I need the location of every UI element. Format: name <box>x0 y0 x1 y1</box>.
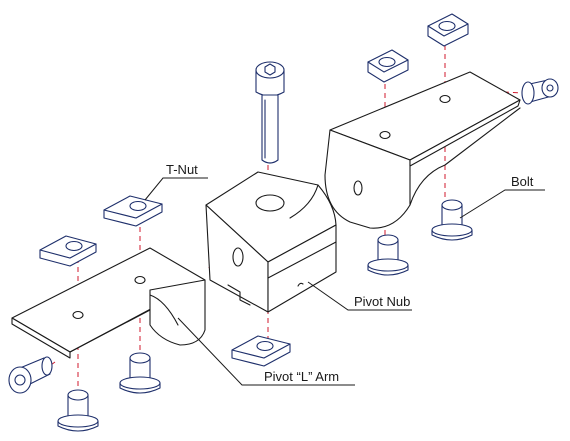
label-t-nut: T-Nut <box>166 162 198 177</box>
t-nut-icon <box>367 49 409 83</box>
t-nut-icon <box>427 13 469 47</box>
callout-t-nut: T-Nut <box>144 162 208 201</box>
t-nut-icon <box>103 195 163 227</box>
bolt-icon <box>521 78 559 105</box>
callout-pivot-l-arm: Pivot “L” Arm <box>177 317 355 386</box>
callout-bolt: Bolt <box>459 174 545 219</box>
label-bolt: Bolt <box>511 174 534 189</box>
cap-screw-icon <box>255 61 285 164</box>
label-pivot-l-arm: Pivot “L” Arm <box>264 369 339 384</box>
left-pivot-l-arm <box>11 247 206 359</box>
label-pivot-nub: Pivot Nub <box>354 294 410 309</box>
bolt-icon <box>57 389 99 432</box>
t-nut-icon <box>231 335 291 367</box>
right-pivot-l-arm <box>324 71 521 229</box>
bolt-icon <box>431 199 473 241</box>
pivot-nub <box>205 171 337 313</box>
bolt-icon <box>8 356 53 394</box>
callout-pivot-nub: Pivot Nub <box>307 281 412 311</box>
bolt-icon <box>367 234 409 276</box>
bolt-icon <box>119 352 161 394</box>
t-nut-icon <box>39 235 97 267</box>
